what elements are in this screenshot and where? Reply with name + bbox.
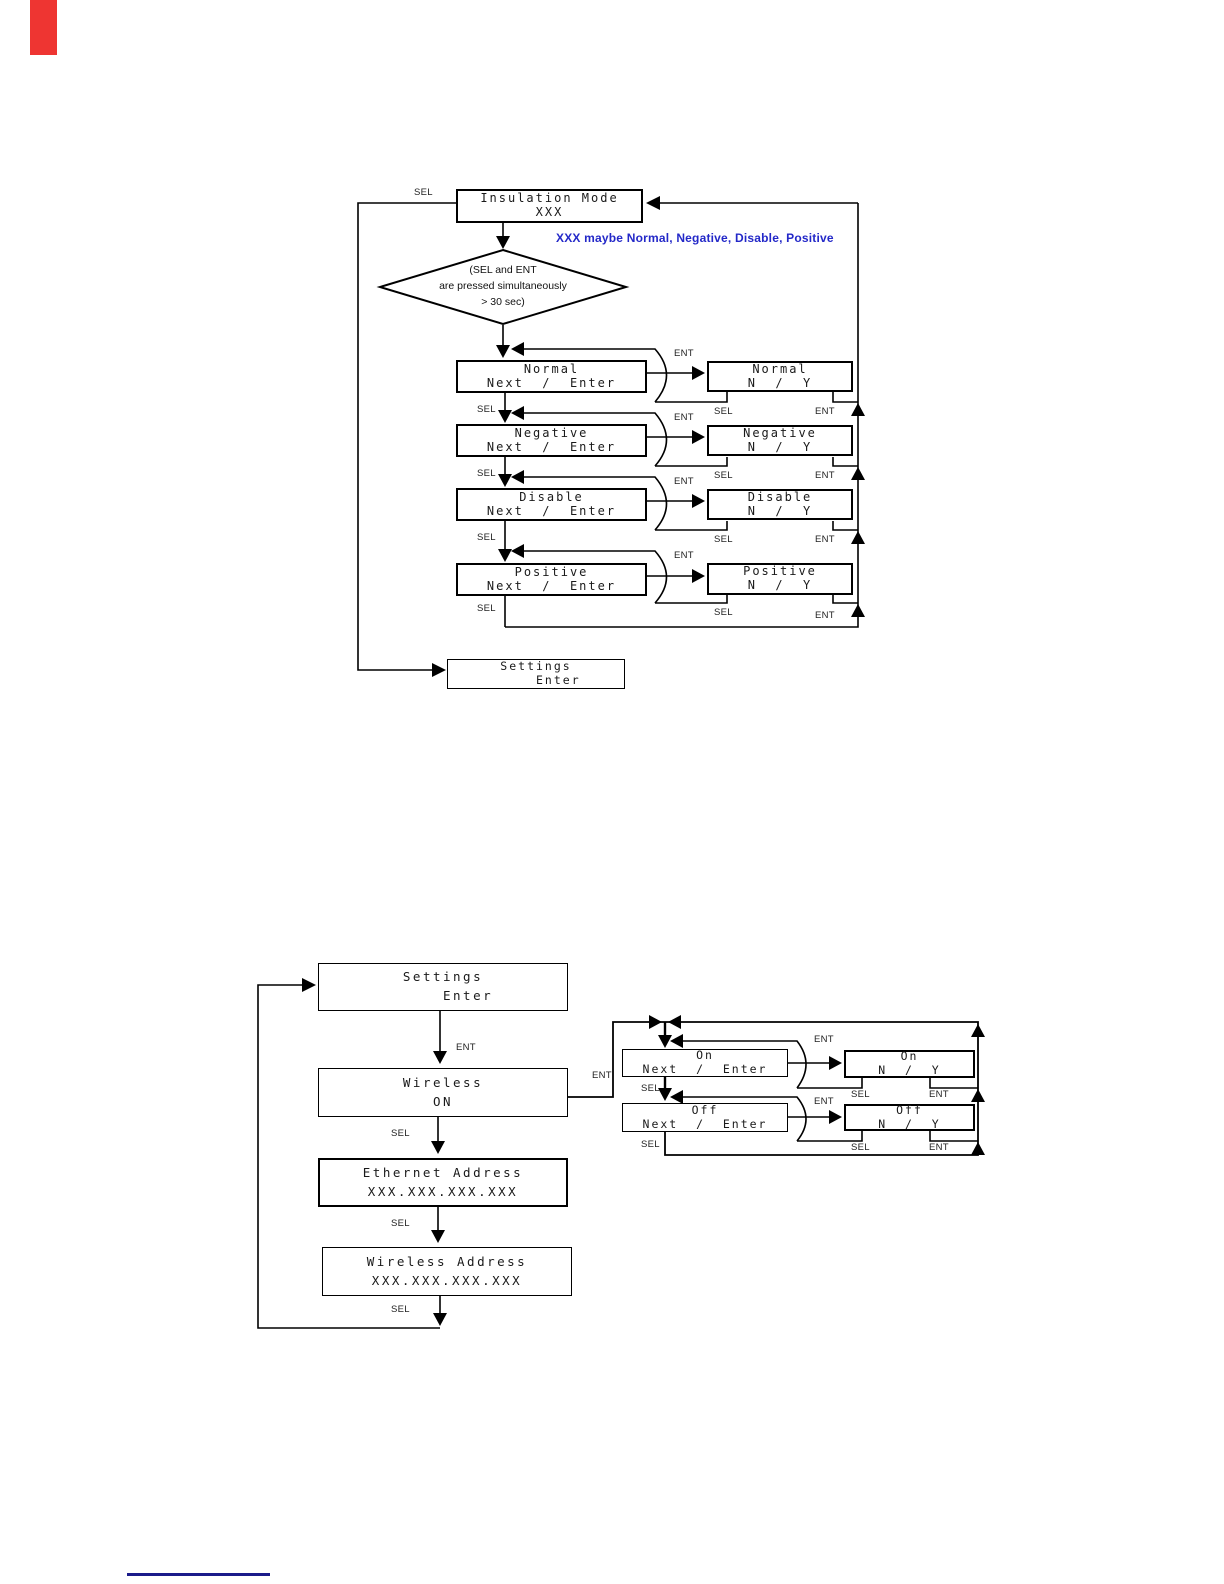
ent-label: ENT: [456, 1042, 476, 1053]
decision-line2: are pressed simultaneously: [439, 279, 567, 292]
insulation-mode-box: Insulation Mode XXX: [456, 189, 643, 223]
off-select-box: Off Next / Enter: [622, 1103, 788, 1132]
wireless-address-box: Wireless Address XXX.XXX.XXX.XXX: [322, 1247, 572, 1296]
sel-label: SEL: [851, 1089, 870, 1100]
confirm-choices: N / Y: [747, 503, 813, 518]
sel-label: SEL: [714, 534, 733, 545]
wireless-title: Wireless: [402, 1074, 484, 1090]
insulation-flow-lines: [357, 196, 865, 677]
sel-label: SEL: [477, 404, 496, 415]
confirm-choices: N / Y: [747, 375, 813, 390]
wireless-box: Wireless ON: [318, 1068, 568, 1117]
ent-label: ENT: [674, 550, 694, 561]
option-name: Positive: [514, 564, 589, 579]
option-actions: Next / Enter: [486, 375, 617, 390]
positive-select-box: Positive Next / Enter: [456, 563, 647, 596]
sel-label: SEL: [391, 1304, 410, 1315]
option-name: On: [696, 1048, 714, 1063]
normal-select-box: Normal Next / Enter: [456, 360, 647, 393]
ent-label: ENT: [815, 406, 835, 417]
footer-link-underline: [127, 1573, 270, 1576]
sel-label: SEL: [641, 1139, 660, 1150]
ethernet-address-box: Ethernet Address XXX.XXX.XXX.XXX: [318, 1158, 568, 1207]
option-actions: Next / Enter: [486, 439, 617, 454]
disable-confirm-box: Disable N / Y: [707, 489, 853, 520]
decision-diamond-text: (SEL and ENT are pressed simultaneously …: [383, 263, 623, 310]
option-actions: Next / Enter: [642, 1116, 768, 1131]
ent-label: ENT: [674, 476, 694, 487]
normal-confirm-box: Normal N / Y: [707, 361, 853, 392]
ethernet-value: XXX.XXX.XXX.XXX: [367, 1183, 519, 1199]
option-name: Normal: [752, 361, 808, 376]
ent-label: ENT: [929, 1142, 949, 1153]
settings-action: Enter: [443, 988, 494, 1003]
confirm-choices: N / Y: [878, 1063, 941, 1077]
option-name: Negative: [743, 425, 817, 440]
sel-label: SEL: [391, 1218, 410, 1229]
ent-label: ENT: [815, 610, 835, 621]
ent-label: ENT: [592, 1070, 612, 1081]
off-confirm-box: Off N / Y: [844, 1102, 975, 1131]
option-name: Disable: [747, 489, 813, 504]
decision-line1: (SEL and ENT: [469, 264, 537, 276]
sel-label: SEL: [714, 470, 733, 481]
option-name: Disable: [519, 489, 584, 504]
negative-confirm-box: Negative N / Y: [707, 425, 853, 456]
ent-label: ENT: [674, 348, 694, 359]
sel-label: SEL: [851, 1142, 870, 1153]
option-name: Normal: [523, 361, 580, 376]
ent-label: ENT: [929, 1089, 949, 1100]
sel-label: SEL: [477, 603, 496, 614]
sel-label: SEL: [641, 1083, 660, 1094]
settings-title: Settings: [402, 969, 484, 985]
confirm-choices: N / Y: [747, 578, 813, 592]
wireless-address-title: Wireless Address: [366, 1253, 528, 1269]
settings-exit-box: Settings Enter: [447, 659, 625, 689]
positive-confirm-box: Positive N / Y: [707, 563, 853, 595]
negative-select-box: Negative Next / Enter: [456, 424, 647, 457]
confirm-choices: N / Y: [878, 1116, 941, 1131]
sel-label: SEL: [714, 607, 733, 618]
option-actions: Next / Enter: [486, 503, 617, 518]
ent-label: ENT: [814, 1096, 834, 1107]
option-actions: Next / Enter: [486, 578, 617, 593]
option-name: On: [900, 1049, 919, 1064]
sel-label: SEL: [714, 406, 733, 417]
option-name: Off: [896, 1102, 923, 1117]
sel-label: SEL: [477, 468, 496, 479]
insulation-mode-value: XXX: [535, 205, 564, 219]
ent-label: ENT: [815, 534, 835, 545]
settings-action: Enter: [536, 673, 581, 687]
disable-select-box: Disable Next / Enter: [456, 488, 647, 521]
option-actions: Next / Enter: [642, 1062, 768, 1076]
confirm-choices: N / Y: [747, 439, 813, 454]
ethernet-title: Ethernet Address: [362, 1164, 524, 1180]
settings-menu-box: Settings Enter: [318, 963, 568, 1011]
insulation-note: XXX maybe Normal, Negative, Disable, Pos…: [556, 231, 834, 245]
settings-flow-lines: [257, 978, 985, 1329]
sel-label: SEL: [391, 1128, 410, 1139]
option-name: Negative: [514, 425, 589, 440]
wireless-state: ON: [432, 1093, 454, 1109]
ent-label: ENT: [814, 1034, 834, 1045]
on-select-box: On Next / Enter: [622, 1048, 788, 1077]
bookmark-ribbon-icon: [30, 0, 57, 55]
decision-line3: > 30 sec): [481, 295, 525, 308]
wireless-address-value: XXX.XXX.XXX.XXX: [371, 1272, 523, 1288]
on-confirm-box: On N / Y: [844, 1049, 975, 1078]
sel-label: SEL: [477, 532, 496, 543]
settings-title: Settings: [500, 659, 572, 674]
option-name: Off: [691, 1102, 719, 1117]
option-name: Positive: [743, 564, 817, 579]
ent-label: ENT: [674, 412, 694, 423]
sel-label: SEL: [414, 187, 433, 198]
ent-label: ENT: [815, 470, 835, 481]
insulation-mode-title: Insulation Mode: [480, 191, 619, 206]
